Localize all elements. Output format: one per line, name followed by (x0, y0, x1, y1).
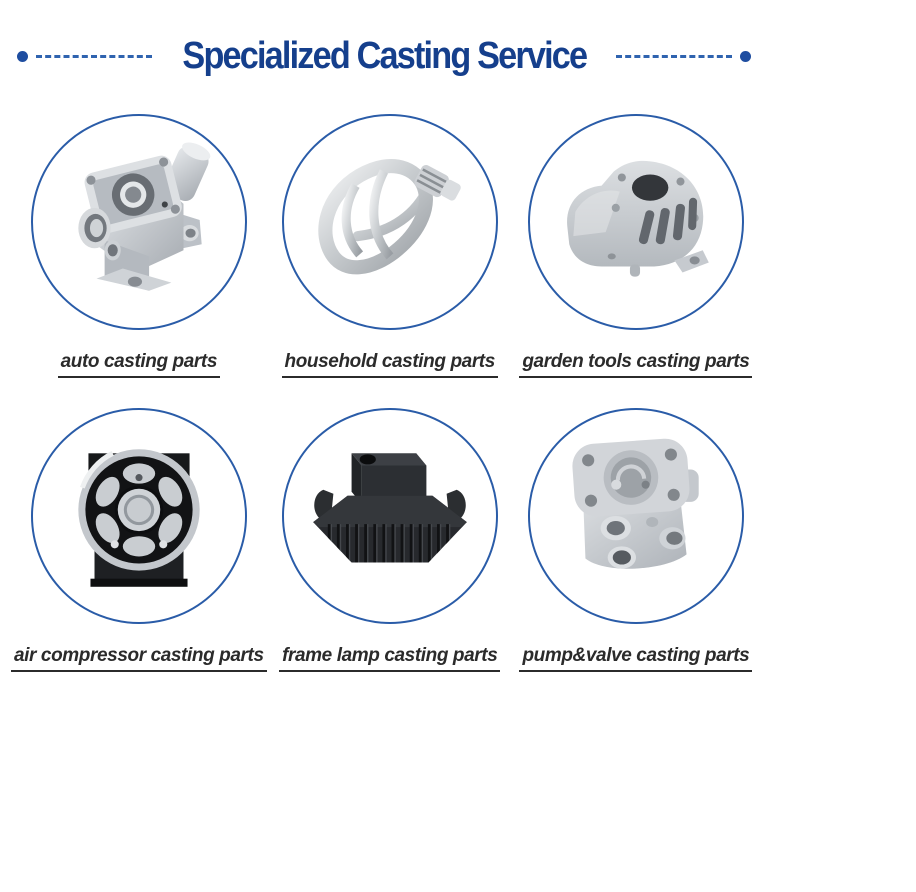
card-household-casting: household casting parts (267, 113, 513, 378)
household-casting-part-image (318, 158, 461, 275)
product-photo-circle (527, 113, 744, 330)
card-frame-lamp-casting: frame lamp casting parts (267, 407, 513, 672)
left-dashed-line (36, 55, 152, 59)
casting-parts-grid: auto casting parts (11, 113, 759, 672)
pump-valve-casting-part-image (572, 438, 699, 569)
card-pump-valve-casting: pump&valve casting parts (513, 407, 759, 672)
card-auto-casting: auto casting parts (11, 113, 267, 378)
left-dot-icon (17, 51, 28, 63)
frame-lamp-casting-part-image (312, 452, 467, 563)
product-photo-circle (281, 407, 498, 624)
auto-casting-part-image (78, 142, 211, 291)
air-compressor-casting-part-image (78, 448, 200, 587)
category-label-garden-tools[interactable]: garden tools casting parts (519, 351, 753, 378)
product-photo-circle (30, 407, 247, 624)
section-header: Specialized Casting Service (17, 35, 752, 78)
category-label-air-compressor[interactable]: air compressor casting parts (11, 645, 267, 672)
card-air-compressor-casting: air compressor casting parts (11, 407, 267, 672)
product-photo-circle (30, 113, 247, 330)
category-label-auto[interactable]: auto casting parts (57, 351, 221, 378)
card-garden-tools-casting: garden tools casting parts (513, 113, 759, 378)
right-dot-icon (740, 51, 752, 63)
product-photo-circle (281, 113, 498, 330)
category-label-pump-valve[interactable]: pump&valve casting parts (519, 645, 753, 672)
right-dashed-line (616, 55, 733, 59)
category-label-household[interactable]: household casting parts (281, 351, 498, 378)
section-title: Specialized Casting Service (182, 35, 588, 77)
garden-tools-casting-part-image (566, 160, 709, 277)
product-photo-circle (527, 407, 744, 624)
category-label-frame-lamp[interactable]: frame lamp casting parts (279, 645, 501, 672)
